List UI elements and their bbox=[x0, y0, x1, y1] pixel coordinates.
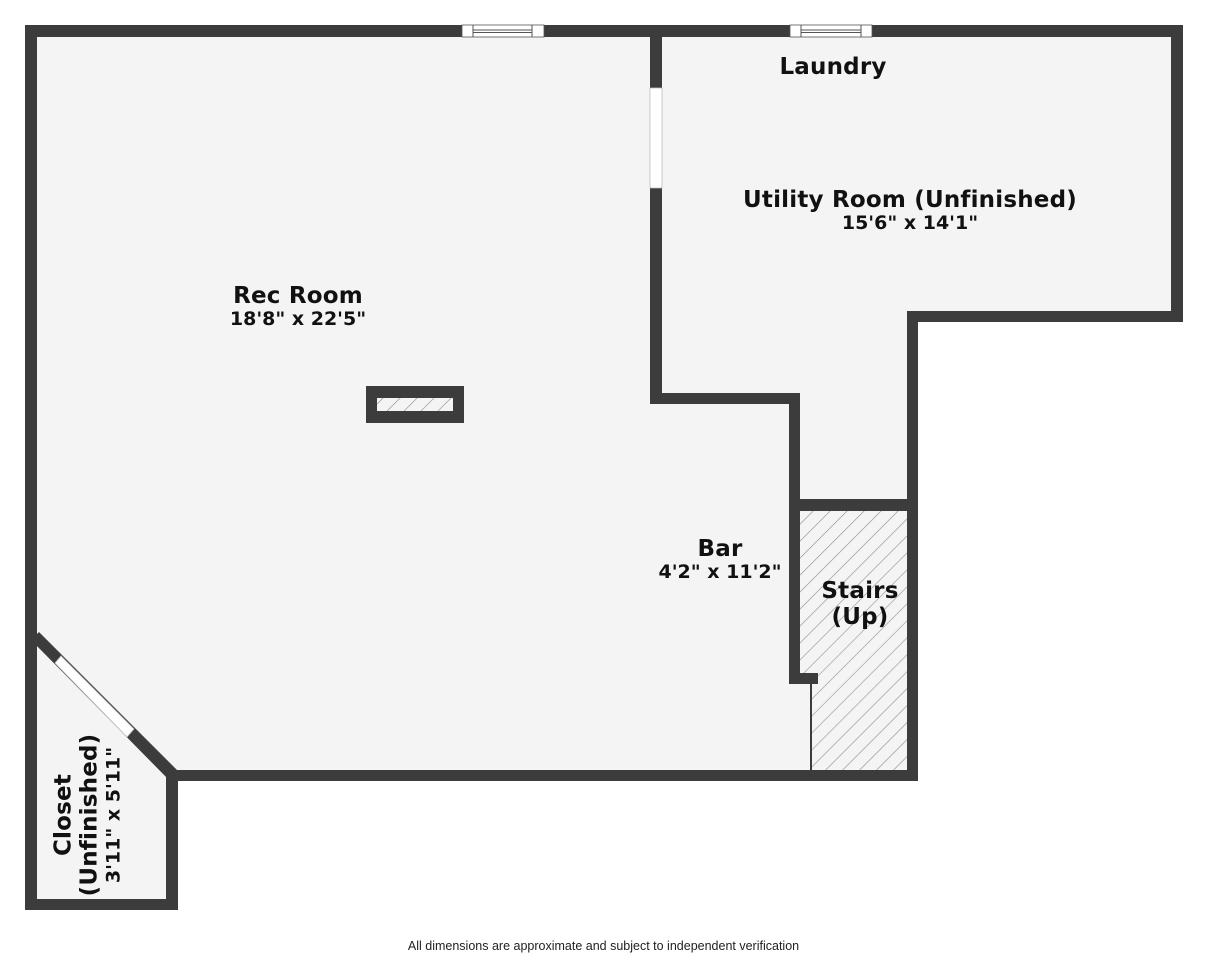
wall-divider-horizontal bbox=[650, 393, 800, 404]
room-name-line2: (Unfinished) bbox=[77, 733, 104, 897]
room-name-line2: (Up) bbox=[831, 604, 889, 631]
room-label-bar: Bar 4'2" x 11'2" bbox=[658, 536, 781, 584]
room-dimensions: 3'11" x 5'11" bbox=[102, 746, 125, 884]
wall-bar-stub bbox=[789, 673, 818, 684]
window-rec-room-top bbox=[461, 24, 545, 38]
room-name: Laundry bbox=[779, 54, 887, 80]
room-name: Utility Room (Unfinished) bbox=[743, 187, 1077, 213]
opening-divider bbox=[649, 87, 663, 189]
utility-room-floor bbox=[656, 37, 1177, 505]
wall-right bbox=[1171, 25, 1183, 322]
wall-closet-right bbox=[166, 775, 178, 910]
windows bbox=[54, 24, 873, 738]
room-name: Closet bbox=[50, 773, 77, 857]
room-dimensions: 15'6" x 14'1" bbox=[841, 212, 979, 235]
opening-closet bbox=[54, 655, 135, 738]
wall-utility-bottom bbox=[907, 311, 1183, 322]
stairs-floor bbox=[800, 511, 907, 770]
room-label-rec-room: Rec Room 18'8" x 22'5" bbox=[230, 283, 366, 331]
room-label-laundry: Laundry bbox=[779, 54, 886, 80]
room-name: Bar bbox=[697, 536, 743, 562]
room-dimensions: 4'2" x 11'2" bbox=[658, 561, 782, 584]
wall-bottom bbox=[166, 770, 918, 781]
wall-divider bbox=[650, 25, 662, 404]
wall-top bbox=[25, 25, 1183, 37]
room-dimensions: 18'8" x 22'5" bbox=[229, 308, 367, 331]
room-name: Rec Room bbox=[233, 283, 363, 309]
window-laundry-top bbox=[789, 24, 873, 38]
footer-disclaimer: All dimensions are approximate and subje… bbox=[407, 939, 800, 953]
room-label-utility-room: Utility Room (Unfinished) 15'6" x 14'1" bbox=[743, 187, 1077, 235]
wall-left bbox=[25, 25, 37, 910]
closet-floor bbox=[31, 640, 172, 905]
wall-stairs-top bbox=[789, 499, 918, 511]
room-name: Stairs bbox=[821, 578, 899, 604]
wall-stairs-right bbox=[907, 311, 918, 781]
rec-room-fixture bbox=[366, 386, 464, 423]
wall-closet-bottom bbox=[25, 899, 178, 910]
stairs-edge-line bbox=[810, 684, 812, 770]
wall-bar bbox=[789, 393, 800, 684]
room-label-closet: Closet (Unfinished) 3'11" x 5'11" bbox=[51, 734, 126, 897]
room-label-stairs: Stairs (Up) bbox=[821, 578, 898, 631]
